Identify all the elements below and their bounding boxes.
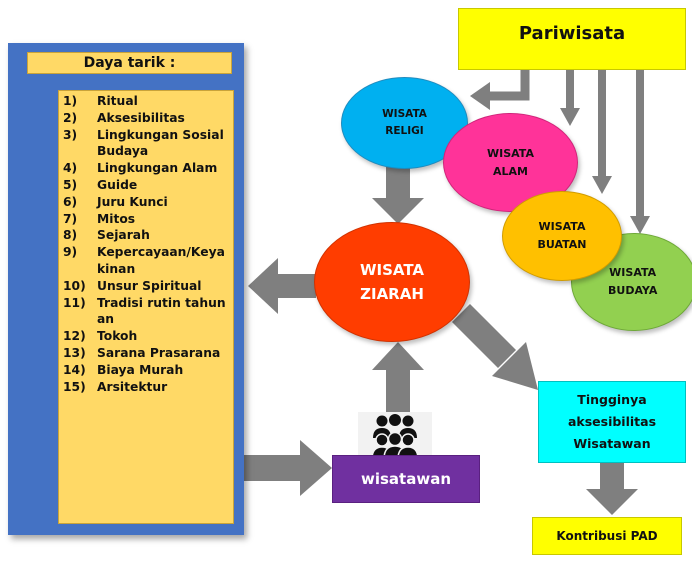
item-text: Guide: [97, 177, 138, 192]
wisatawan-box: wisatawan: [332, 455, 480, 503]
item-text: Lingkungan Alam: [97, 161, 218, 176]
item-number: 13): [63, 345, 86, 360]
item-text: Biaya Murah: [97, 362, 184, 377]
arrow-wisatawan-to-ziarah: [372, 342, 424, 412]
tinggi-line-1: Tingginya: [577, 392, 647, 407]
wisata-ziarah-node: WISATA ZIARAH: [314, 222, 470, 342]
daya-tarik-item: 9) Kepercayaan/Keyakinan: [63, 244, 233, 278]
alam-line-2: ALAM: [493, 164, 528, 178]
daya-tarik-item: 12) Tokoh: [63, 328, 233, 345]
budaya-line-1: WISATA: [609, 266, 657, 280]
item-number: 15): [63, 379, 86, 394]
item-text: Kepercayaan/Keyakinan: [97, 245, 225, 276]
item-text: Arsitektur: [97, 379, 168, 394]
item-number: 1): [63, 94, 78, 108]
daya-tarik-item: 14) Biaya Murah: [63, 362, 233, 379]
item-number: 2): [63, 110, 78, 125]
item-number: 6): [63, 194, 78, 209]
religi-line-1: WISATA: [382, 108, 427, 121]
item-number: 7): [63, 211, 78, 226]
daya-tarik-item: 13) Sarana Prasarana: [63, 345, 233, 362]
arrow-pariwisata-to-budaya: [630, 70, 650, 234]
arrow-ziarah-to-panel: [248, 258, 316, 314]
item-text: Sejarah: [97, 228, 150, 243]
arrow-pariwisata-to-religi: [470, 70, 530, 110]
alam-line-1: WISATA: [487, 146, 534, 160]
tinggi-line-2: aksesibilitas: [567, 414, 657, 429]
daya-tarik-item: 1) Ritual: [63, 93, 233, 110]
daya-tarik-list: 1) Ritual 2) Aksesibilitas 3) Lingkungan Sosi…: [58, 90, 234, 524]
item-number: 14): [63, 362, 86, 377]
daya-tarik-item: 15) Arsitektur: [63, 379, 233, 396]
item-number: 9): [63, 245, 78, 260]
item-number: 4): [63, 161, 78, 176]
arrow-religi-to-ziarah: [372, 166, 424, 224]
daya-tarik-item: 5) Guide: [63, 177, 233, 194]
item-text: Juru Kunci: [97, 194, 168, 209]
daya-tarik-item: 2) Aksesibilitas: [63, 110, 233, 127]
daya-tarik-items: 1) Ritual 2) Aksesibilitas 3) Lingkungan Sosi…: [63, 93, 233, 395]
item-number: 3): [63, 127, 78, 142]
item-number: 11): [63, 295, 86, 310]
pariwisata-box: Pariwisata: [458, 8, 686, 70]
item-text: Aksesibilitas: [97, 110, 185, 125]
ziarah-line-1: WISATA: [359, 261, 425, 279]
ziarah-line-2: ZIARAH: [360, 285, 424, 303]
group-people-icon: [358, 412, 432, 460]
item-text: Tokoh: [97, 329, 138, 344]
daya-tarik-item: 7) Mitos: [63, 211, 233, 228]
arrow-ziarah-to-tinggi: [452, 304, 538, 390]
daya-tarik-item: 3) Lingkungan Sosial Budaya: [63, 127, 233, 161]
arrow-pariwisata-to-alam: [560, 70, 580, 126]
item-text: Lingkungan Sosial Budaya: [97, 127, 224, 159]
tingginya-aksesibilitas-box: Tingginya aksesibilitas Wisatawan: [538, 381, 686, 463]
buatan-line-1: WISATA: [538, 220, 586, 234]
item-number: 5): [63, 177, 78, 192]
item-text: Ritual: [97, 94, 138, 108]
daya-tarik-item: 11) Tradisi rutin tahunan: [63, 295, 233, 329]
item-text: Sarana Prasarana: [97, 345, 221, 360]
daya-tarik-item: 6) Juru Kunci: [63, 194, 233, 211]
arrow-panel-to-wisatawan: [244, 440, 332, 496]
buatan-line-2: BUATAN: [537, 238, 587, 251]
wisata-buatan-node: WISATA BUATAN: [502, 191, 622, 281]
daya-tarik-item: 10) Unsur Spiritual: [63, 278, 233, 295]
arrow-pariwisata-to-buatan: [592, 70, 612, 194]
daya-tarik-item: 4) Lingkungan Alam: [63, 160, 233, 177]
item-number: 10): [63, 278, 86, 293]
religi-line-2: RELIGI: [385, 125, 424, 137]
wisata-religi-node: WISATA RELIGI: [341, 77, 468, 169]
arrow-tinggi-to-kontribusi: [586, 463, 638, 515]
daya-tarik-title: Daya tarik :: [27, 52, 232, 74]
item-number: 8): [63, 228, 78, 243]
item-text: Tradisi rutin tahunan: [97, 295, 226, 327]
item-number: 12): [63, 329, 86, 344]
daya-tarik-item: 8) Sejarah: [63, 227, 233, 244]
kontribusi-pad-box: Kontribusi PAD: [532, 517, 682, 555]
item-text: Mitos: [97, 211, 136, 226]
item-text: Unsur Spiritual: [97, 278, 202, 293]
budaya-line-2: BUDAYA: [608, 284, 658, 297]
tinggi-line-3: Wisatawan: [573, 436, 651, 451]
